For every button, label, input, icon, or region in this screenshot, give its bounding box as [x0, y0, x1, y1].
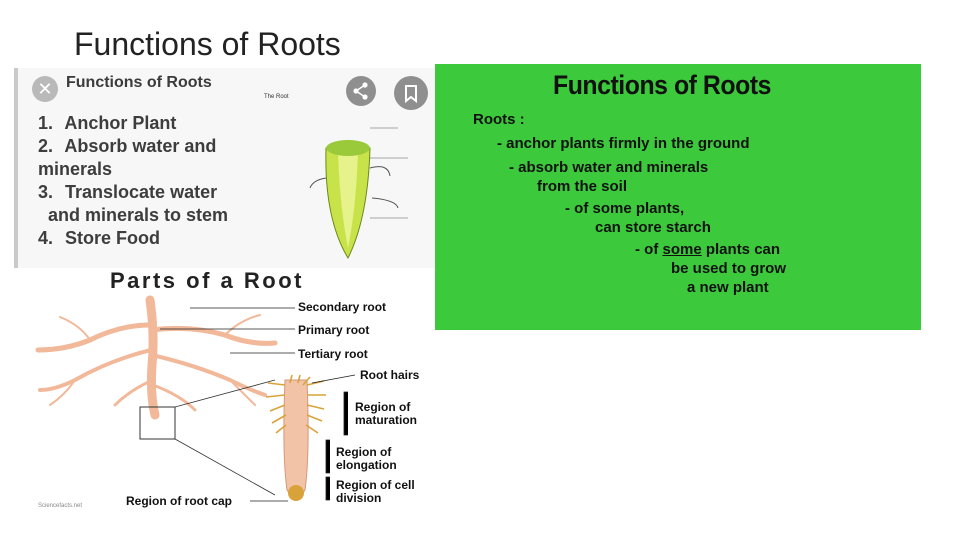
functions-card: ✕ Functions of Roots 1. Anchor Plant 2. … [14, 68, 438, 268]
label-root-cap: Region of root cap [126, 494, 232, 508]
label-maturation-2: maturation [355, 413, 417, 427]
list-item-continuation: minerals [38, 159, 113, 179]
list-item: 1. Anchor Plant [38, 113, 177, 133]
functions-list: 1. Anchor Plant 2. Absorb water and mine… [38, 112, 228, 250]
function-line: - anchor plants firmly in the ground [497, 135, 750, 152]
function-line: be used to grow [671, 260, 787, 277]
root-diagram-label: The Root [264, 94, 289, 100]
function-line: from the soil [537, 178, 628, 195]
label-root-hairs: Root hairs [360, 368, 420, 382]
function-line: - of some plants can [635, 241, 781, 258]
label-maturation-1: Region of [355, 400, 411, 414]
root-tip-illustration [309, 127, 408, 260]
function-line: - absorb water and minerals [509, 159, 709, 176]
label-elongation-1: Region of [336, 445, 392, 459]
label-secondary-root: Secondary root [298, 300, 386, 314]
list-item-continuation: and minerals to stem [48, 205, 229, 225]
label-tertiary-root: Tertiary root [298, 347, 368, 361]
green-panel-title: Functions of Roots [553, 70, 772, 100]
card-heading: Functions of Roots [66, 74, 212, 91]
label-elongation-2: elongation [336, 458, 397, 472]
label-primary-root: Primary root [298, 323, 369, 337]
roots-label: Roots : [473, 111, 525, 128]
function-line: a new plant [687, 279, 769, 296]
share-icon[interactable] [346, 76, 376, 106]
green-panel: Functions of Roots Roots : - anchor plan… [435, 64, 921, 330]
source-logo: Sciencefacts.net [38, 503, 83, 509]
slide-title: Functions of Roots [74, 26, 341, 62]
function-line: - of some plants, [565, 200, 685, 217]
close-icon[interactable]: ✕ [32, 76, 58, 102]
parts-title: Parts of a Root [110, 268, 304, 293]
label-cell-division-2: division [336, 491, 381, 505]
parts-of-root-diagram: Secondary root Primary root Tertiary roo… [35, 295, 420, 508]
bookmark-icon[interactable] [394, 76, 428, 110]
function-line: can store starch [595, 219, 711, 236]
list-item: 4. Store Food [38, 228, 161, 248]
list-item: 2. Absorb water and [38, 136, 217, 156]
label-cell-division-1: Region of cell [336, 478, 415, 492]
list-item: 3. Translocate water [38, 182, 218, 202]
